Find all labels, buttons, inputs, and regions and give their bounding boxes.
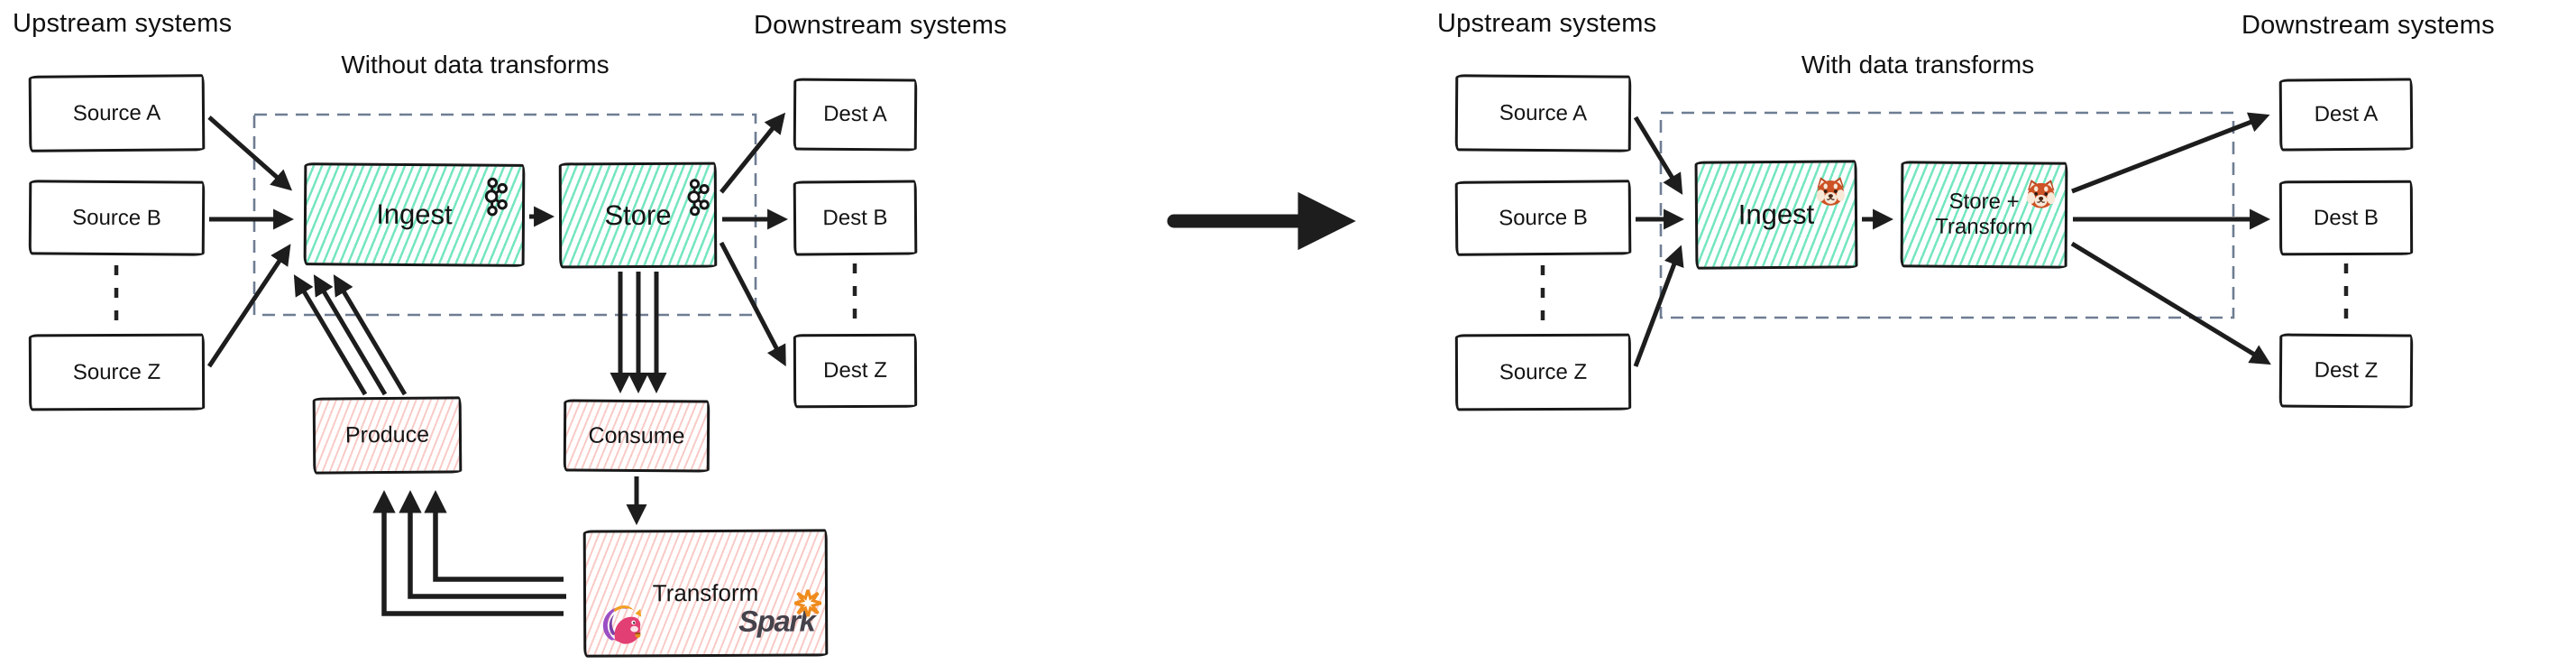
dest-a-box-right: Dest A bbox=[2278, 78, 2414, 152]
source-z-box-right: Source Z bbox=[1454, 333, 1632, 411]
consume-box: Consume bbox=[563, 399, 710, 473]
downstream-title-left: Downstream systems bbox=[754, 11, 1007, 40]
produce-label: Produce bbox=[344, 421, 430, 448]
dest-a-label-left: Dest A bbox=[823, 101, 887, 127]
ingest-label-right: Ingest bbox=[1737, 198, 1815, 231]
source-b-box-left: Source B bbox=[28, 180, 206, 256]
upstream-title-left: Upstream systems bbox=[13, 9, 233, 38]
dest-z-label-left: Dest Z bbox=[823, 357, 887, 383]
arrow-produce-ingest-2 bbox=[313, 274, 388, 396]
arrow-sourcez-ingest-right bbox=[1633, 245, 1684, 367]
store-box-left: Store bbox=[558, 162, 718, 269]
source-z-box-left: Source Z bbox=[28, 333, 206, 411]
pipeline-region-left bbox=[252, 113, 757, 317]
arrow-sourcea-ingest-left bbox=[207, 115, 293, 191]
arrow-sourcez-ingest-left bbox=[206, 244, 291, 368]
consume-label: Consume bbox=[588, 422, 685, 448]
produce-box: Produce bbox=[312, 396, 463, 475]
source-b-label-right: Source B bbox=[1499, 205, 1588, 230]
arrow-produce-ingest-3 bbox=[333, 274, 408, 396]
flow-title-right: With data transforms bbox=[1801, 51, 2035, 79]
spark-star-icon bbox=[789, 584, 827, 623]
arrow-transform-produce-3 bbox=[372, 490, 564, 616]
arrow-produce-ingest-1 bbox=[293, 274, 368, 396]
source-z-label-right: Source Z bbox=[1499, 359, 1588, 384]
source-a-box-left: Source A bbox=[28, 74, 206, 152]
source-z-label-left: Source Z bbox=[72, 359, 161, 384]
dest-a-box-left: Dest A bbox=[793, 78, 918, 152]
ingest-box-left: Ingest bbox=[303, 162, 526, 267]
redpanda-icon bbox=[2024, 177, 2058, 217]
dest-b-label-left: Dest B bbox=[822, 205, 888, 230]
arrow-transform-produce-2 bbox=[399, 490, 566, 599]
store-transform-line1: Store + bbox=[1948, 189, 2020, 214]
arrow-store-destz-left bbox=[719, 241, 786, 367]
store-transform-box-right: Store + Transform bbox=[1900, 161, 2068, 269]
dest-b-label-right: Dest B bbox=[2313, 205, 2379, 230]
ingest-box-right: Ingest bbox=[1694, 160, 1858, 270]
store-label-left: Store bbox=[604, 199, 672, 231]
dest-z-box-right: Dest Z bbox=[2278, 333, 2414, 409]
arrow-storetransform-desta-right bbox=[2071, 112, 2270, 194]
source-a-box-right: Source A bbox=[1454, 74, 1632, 152]
arrow-storetransform-destz-right bbox=[2070, 241, 2271, 365]
source-b-box-right: Source B bbox=[1454, 180, 1632, 256]
dest-z-box-left: Dest Z bbox=[793, 333, 918, 409]
flow-title-left: Without data transforms bbox=[341, 51, 610, 79]
store-transform-label-right: Store + Transform bbox=[1935, 189, 2033, 240]
source-a-label-right: Source A bbox=[1499, 100, 1588, 125]
dest-b-box-right: Dest B bbox=[2278, 180, 2414, 256]
arrow-sourcea-ingest-right bbox=[1633, 115, 1683, 195]
kafka-icon bbox=[483, 177, 509, 225]
dest-b-box-left: Dest B bbox=[793, 180, 918, 256]
dest-z-label-right: Dest Z bbox=[2314, 357, 2379, 383]
pipeline-region-right bbox=[1659, 111, 2235, 319]
arrow-transform-produce-1 bbox=[424, 490, 564, 582]
flink-squirrel-icon bbox=[598, 601, 643, 654]
arrow-store-desta-left bbox=[720, 112, 786, 194]
source-b-label-left: Source B bbox=[72, 205, 161, 230]
spark-logo: Spark bbox=[738, 584, 829, 643]
transform-box: Transform Spark bbox=[582, 529, 829, 658]
ingest-label-left: Ingest bbox=[376, 198, 453, 231]
downstream-title-right: Downstream systems bbox=[2241, 11, 2495, 40]
redpanda-icon bbox=[1814, 174, 1847, 215]
source-a-label-left: Source A bbox=[72, 100, 161, 125]
dest-a-label-right: Dest A bbox=[2314, 101, 2379, 127]
store-transform-line2: Transform bbox=[1935, 214, 2033, 240]
kafka-icon bbox=[686, 179, 710, 225]
upstream-title-right: Upstream systems bbox=[1437, 9, 1657, 38]
